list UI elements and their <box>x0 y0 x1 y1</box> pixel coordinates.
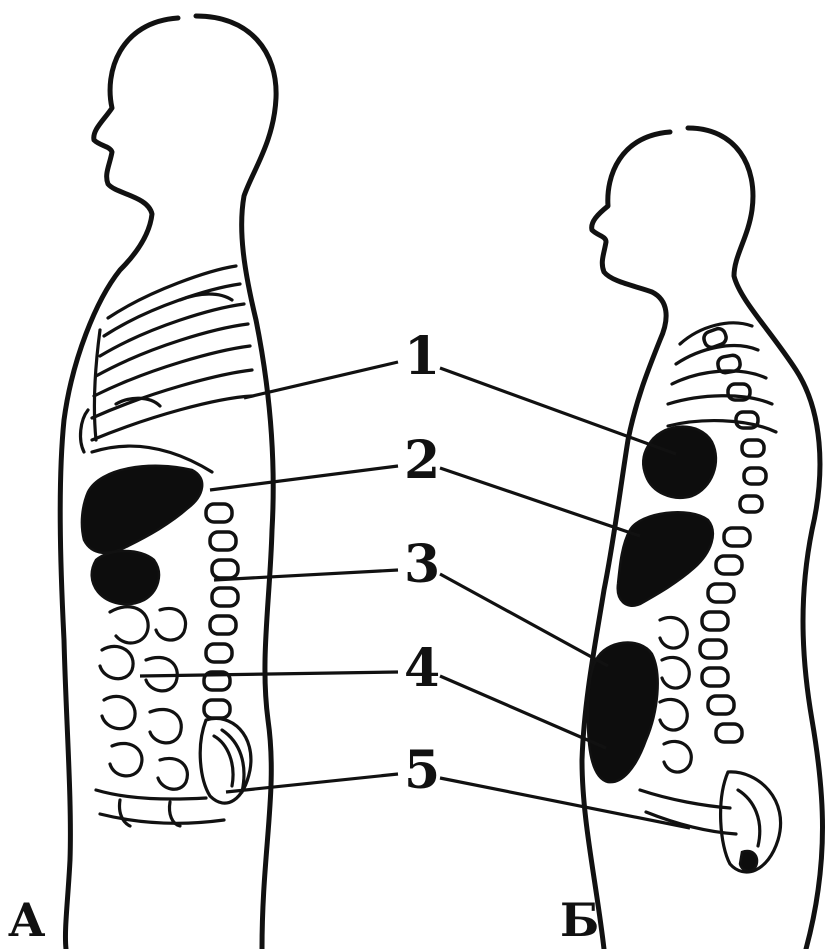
callout-5: 5 <box>404 740 440 801</box>
leader-1-right <box>440 368 676 454</box>
figure-b <box>582 128 823 949</box>
callout-1: 1 <box>404 326 440 387</box>
callout-3: 3 <box>404 534 440 595</box>
figure-a-stomach <box>92 551 159 604</box>
figure-b-intestines <box>660 617 691 772</box>
figure-b-heart <box>643 427 716 498</box>
figure-a <box>60 16 276 949</box>
figure-a-liver <box>82 466 202 553</box>
leader-4-right <box>440 676 606 748</box>
callout-numbers: 1 2 3 4 5 <box>404 326 440 801</box>
figure-a-intestines <box>100 607 187 789</box>
figure-a-spine <box>204 504 238 718</box>
leader-2-right <box>440 468 640 536</box>
leader-5-right <box>440 778 690 828</box>
figure-a-pelvis <box>96 718 251 826</box>
callout-4: 4 <box>404 638 440 699</box>
leader-2-left <box>210 466 398 490</box>
leader-3-left <box>214 570 398 580</box>
panel-label-a: А <box>8 893 46 947</box>
figure-b-liver <box>618 512 713 605</box>
leader-3-right <box>440 574 608 666</box>
figure-b-lumbar-spine <box>700 528 750 742</box>
leader-5-left <box>226 774 398 792</box>
figure-b-abdomen <box>588 643 658 783</box>
panel-label-b: Б <box>560 893 599 947</box>
callout-2: 2 <box>404 430 440 491</box>
